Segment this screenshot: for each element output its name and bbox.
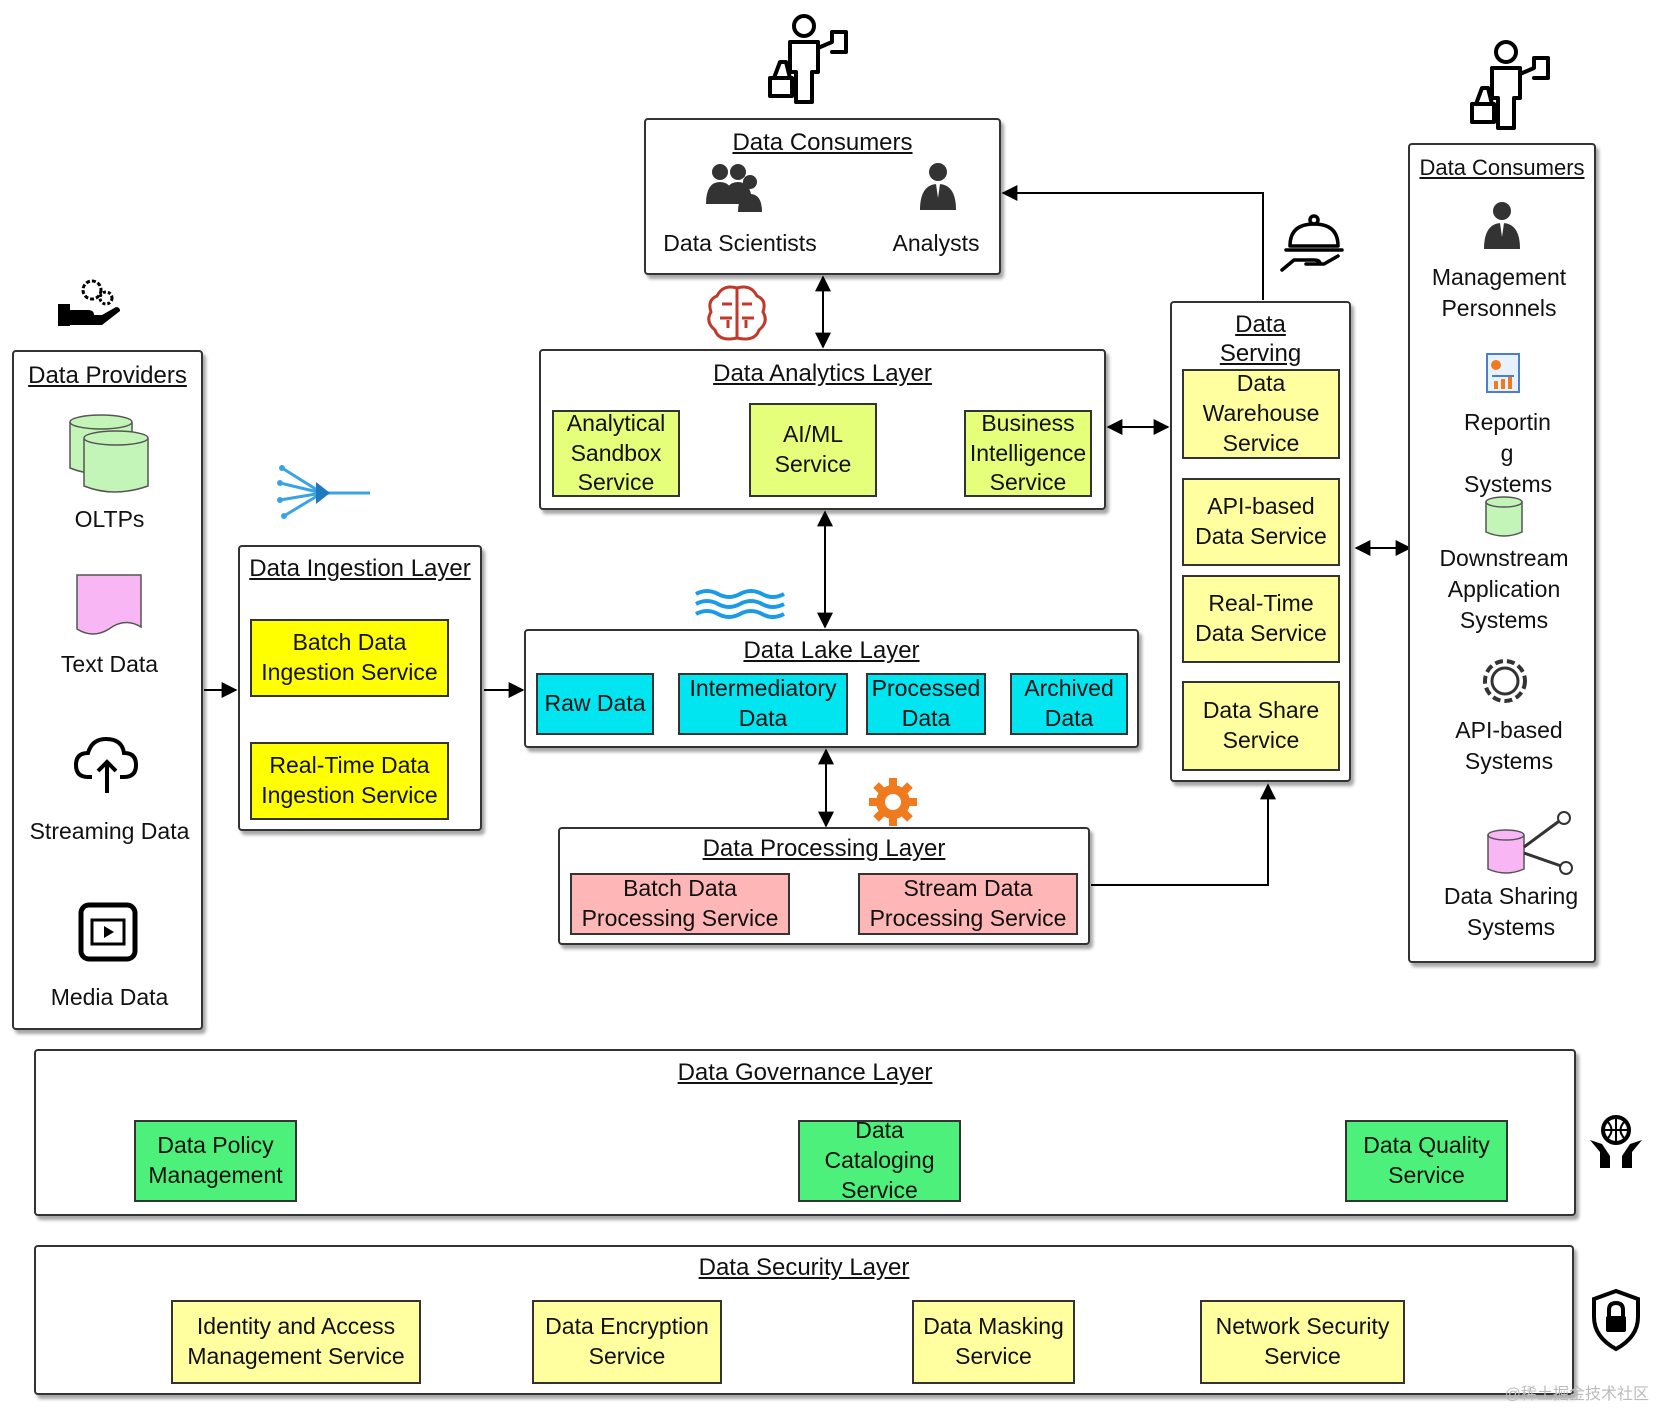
data-lake-layer-panel: Data Lake Layer Raw Data Intermediatory …: [524, 629, 1139, 748]
shopper-icon: [768, 14, 848, 104]
data-processing-layer-panel: Data Processing Layer Batch Data Process…: [558, 827, 1090, 945]
batch-processing-service: Batch Data Processing Service: [570, 873, 790, 935]
provider-label-oltps: OLTPs: [74, 506, 145, 532]
data-masking-service: Data Masking Service: [912, 1300, 1075, 1384]
analytical-sandbox-service: Analytical Sandbox Service: [552, 410, 680, 497]
serving-tray-icon: [1280, 214, 1344, 272]
governance-globe-hands-icon: [1590, 1115, 1642, 1168]
panel-title: Data Consumers: [1419, 155, 1585, 180]
panel-title: Data Processing Layer: [702, 835, 946, 862]
database-icon: [1485, 496, 1523, 537]
arrow-serving-to-consumers: [1001, 185, 1264, 300]
batch-ingestion-service: Batch Data Ingestion Service: [250, 619, 449, 697]
provider-label-streaming-data: Streaming Data: [29, 818, 190, 844]
data-serving-layer-panel: Data Serving Layer Data Warehouse Servic…: [1170, 301, 1351, 782]
real-time-data-service: Real-Time Data Service: [1182, 575, 1340, 663]
database-icon: [69, 414, 149, 493]
panel-title: Data Analytics Layer: [713, 360, 932, 387]
businessman-icon: [920, 163, 956, 210]
business-intelligence-service: Business Intelligence Service: [964, 410, 1092, 497]
consumer-label-management: Management Personnels: [1431, 264, 1567, 322]
panel-title: Data Ingestion Layer: [249, 555, 471, 582]
manager-icon: [1484, 202, 1520, 249]
panel-title: Data Consumers: [732, 129, 913, 156]
data-warehouse-service: Data Warehouse Service: [1182, 369, 1340, 459]
consumer-label-downstream: Downstream Application Systems: [1439, 545, 1569, 634]
api-gear-icon: [1483, 659, 1527, 703]
panel-title: Data Lake Layer: [743, 637, 920, 664]
data-consumers-right-panel: Data Consumers Management Personnels Rep…: [1408, 143, 1596, 963]
consumer-label-data-sharing: Data Sharing Systems: [1443, 883, 1579, 941]
security-shield-lock-icon: [1592, 1288, 1640, 1352]
brain-icon: [707, 285, 767, 341]
data-ingestion-icon: [277, 465, 370, 519]
provider-label-media-data: Media Data: [50, 984, 169, 1010]
data-policy-management: Data Policy Management: [134, 1120, 297, 1202]
processed-data-zone: Processed Data: [866, 673, 986, 735]
api-based-data-service: API-based Data Service: [1182, 478, 1340, 566]
identity-access-management-service: Identity and Access Management Service: [171, 1300, 421, 1384]
consumer-label-analysts: Analysts: [892, 230, 980, 256]
data-share-service: Data Share Service: [1182, 681, 1340, 771]
panel-title: Data Security Layer: [698, 1254, 910, 1281]
archived-data-zone: Archived Data: [1010, 673, 1128, 735]
data-sharing-icon: [1487, 811, 1573, 875]
network-security-service: Network Security Service: [1200, 1300, 1405, 1384]
intermediatory-data-zone: Intermediatory Data: [678, 673, 848, 735]
media-player-icon: [78, 902, 138, 962]
shopper-icon: [1470, 40, 1550, 130]
data-ingestion-layer-panel: Data Ingestion Layer Batch Data Ingestio…: [238, 545, 482, 831]
watermark: @稀土掘金技术社区: [1504, 1386, 1649, 1403]
team-icon: [706, 164, 762, 212]
consumer-label-data-scientists: Data Scientists: [663, 230, 817, 256]
cloud-upload-icon: [74, 737, 139, 793]
data-quality-service: Data Quality Service: [1345, 1120, 1508, 1202]
panel-title: Data Governance Layer: [677, 1059, 933, 1086]
realtime-ingestion-service: Real-Time Data Ingestion Service: [250, 742, 449, 820]
data-cataloging-service: Data Cataloging Service: [798, 1120, 961, 1202]
data-security-layer-panel: Data Security Layer Identity and Access …: [34, 1245, 1574, 1395]
ai-ml-service: AI/ML Service: [749, 403, 877, 497]
gear-icon: [869, 778, 917, 826]
document-icon: [76, 574, 142, 635]
data-analytics-layer-panel: Data Analytics Layer Analytical Sandbox …: [539, 349, 1106, 510]
stream-processing-service: Stream Data Processing Service: [858, 873, 1078, 935]
raw-data-zone: Raw Data: [536, 673, 654, 735]
data-providers-panel: Data Providers OLTPs Text Data Streaming…: [12, 350, 203, 1030]
gear-hand-icon: [58, 279, 120, 326]
waves-icon: [695, 589, 785, 619]
report-icon: [1486, 353, 1520, 393]
data-governance-layer-panel: Data Governance Layer Data Policy Manage…: [34, 1049, 1576, 1216]
consumer-label-api-based: API-based Systems: [1455, 717, 1563, 775]
arrow-processing-to-serving: [1091, 783, 1276, 886]
data-consumers-top-panel: Data Consumers Data Scientists Analysts: [644, 118, 1001, 275]
data-encryption-service: Data Encryption Service: [532, 1300, 722, 1384]
consumer-label-reporting: Reportin g Systems: [1464, 409, 1553, 498]
panel-title: Data Providers: [28, 362, 187, 389]
provider-label-text-data: Text Data: [60, 651, 159, 677]
